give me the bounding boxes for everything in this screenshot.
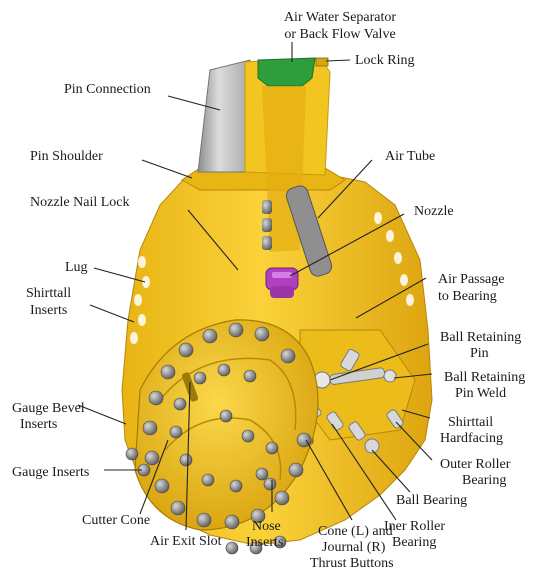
label-cutter-cone: Cutter Cone bbox=[82, 513, 150, 528]
label-shirttall-2: Inserts bbox=[30, 303, 67, 318]
label-ball-retaining-weld-1: Ball Retaining bbox=[444, 370, 525, 385]
label-pin-shoulder: Pin Shoulder bbox=[30, 149, 103, 164]
label-lock-ring: Lock Ring bbox=[355, 53, 415, 68]
label-shirttail-hardfacing-1: Shirttail bbox=[448, 415, 493, 430]
label-air-exit-slot: Air Exit Slot bbox=[150, 534, 222, 549]
label-gauge-bevel-2: Inserts bbox=[20, 417, 57, 432]
label-outer-roller-1: Outer Roller bbox=[440, 457, 511, 472]
label-ball-retaining-pin-1: Ball Retaining bbox=[440, 330, 521, 345]
label-iner-roller-2: Bearing bbox=[392, 535, 436, 550]
lock-ring-shape bbox=[316, 58, 328, 66]
air-water-separator-shape bbox=[258, 58, 315, 86]
label-gauge-inserts: Gauge Inserts bbox=[12, 465, 89, 480]
label-nose-inserts-2: Inserts bbox=[246, 535, 283, 550]
leader-lock-ring bbox=[326, 60, 350, 61]
leader-gauge-bevel bbox=[78, 405, 126, 424]
label-gauge-bevel-1: Gauge Bevel bbox=[12, 401, 85, 416]
leader-pin-shoulder bbox=[142, 160, 192, 178]
drill-bit-illustration bbox=[122, 58, 432, 554]
label-lug: Lug bbox=[65, 260, 88, 275]
label-air-water-separator-1: Air Water Separator bbox=[284, 10, 396, 25]
label-nose-inserts-1: Nose bbox=[252, 519, 281, 534]
label-ball-bearing: Ball Bearing bbox=[396, 493, 467, 508]
label-outer-roller-2: Bearing bbox=[462, 473, 506, 488]
label-ball-retaining-weld-2: Pin Weld bbox=[455, 386, 506, 401]
label-shirttall-1: Shirttall bbox=[26, 286, 71, 301]
label-thrust-1: Cone (L) and bbox=[318, 524, 393, 539]
label-air-passage-2: to Bearing bbox=[438, 289, 497, 304]
label-air-water-separator-2: or Back Flow Valve bbox=[284, 27, 395, 42]
label-iner-roller-1: Iner Roller bbox=[384, 519, 445, 534]
label-shirttail-hardfacing-2: Hardfacing bbox=[440, 431, 503, 446]
label-nozzle-nail-lock: Nozzle Nail Lock bbox=[30, 195, 130, 210]
nozzle-shape bbox=[266, 268, 298, 298]
label-pin-connection: Pin Connection bbox=[64, 82, 151, 97]
label-air-passage-1: Air Passage bbox=[438, 272, 505, 287]
label-ball-retaining-pin-2: Pin bbox=[470, 346, 489, 361]
body-inserts bbox=[262, 200, 272, 250]
label-thrust-2: Journal (R) bbox=[322, 540, 386, 555]
label-air-tube: Air Tube bbox=[385, 149, 435, 164]
label-thrust-3: Thrust Buttons bbox=[310, 556, 394, 571]
leader-shirttall-inserts bbox=[90, 305, 134, 322]
pin-connection-shape bbox=[198, 60, 250, 172]
label-nozzle: Nozzle bbox=[414, 204, 454, 219]
